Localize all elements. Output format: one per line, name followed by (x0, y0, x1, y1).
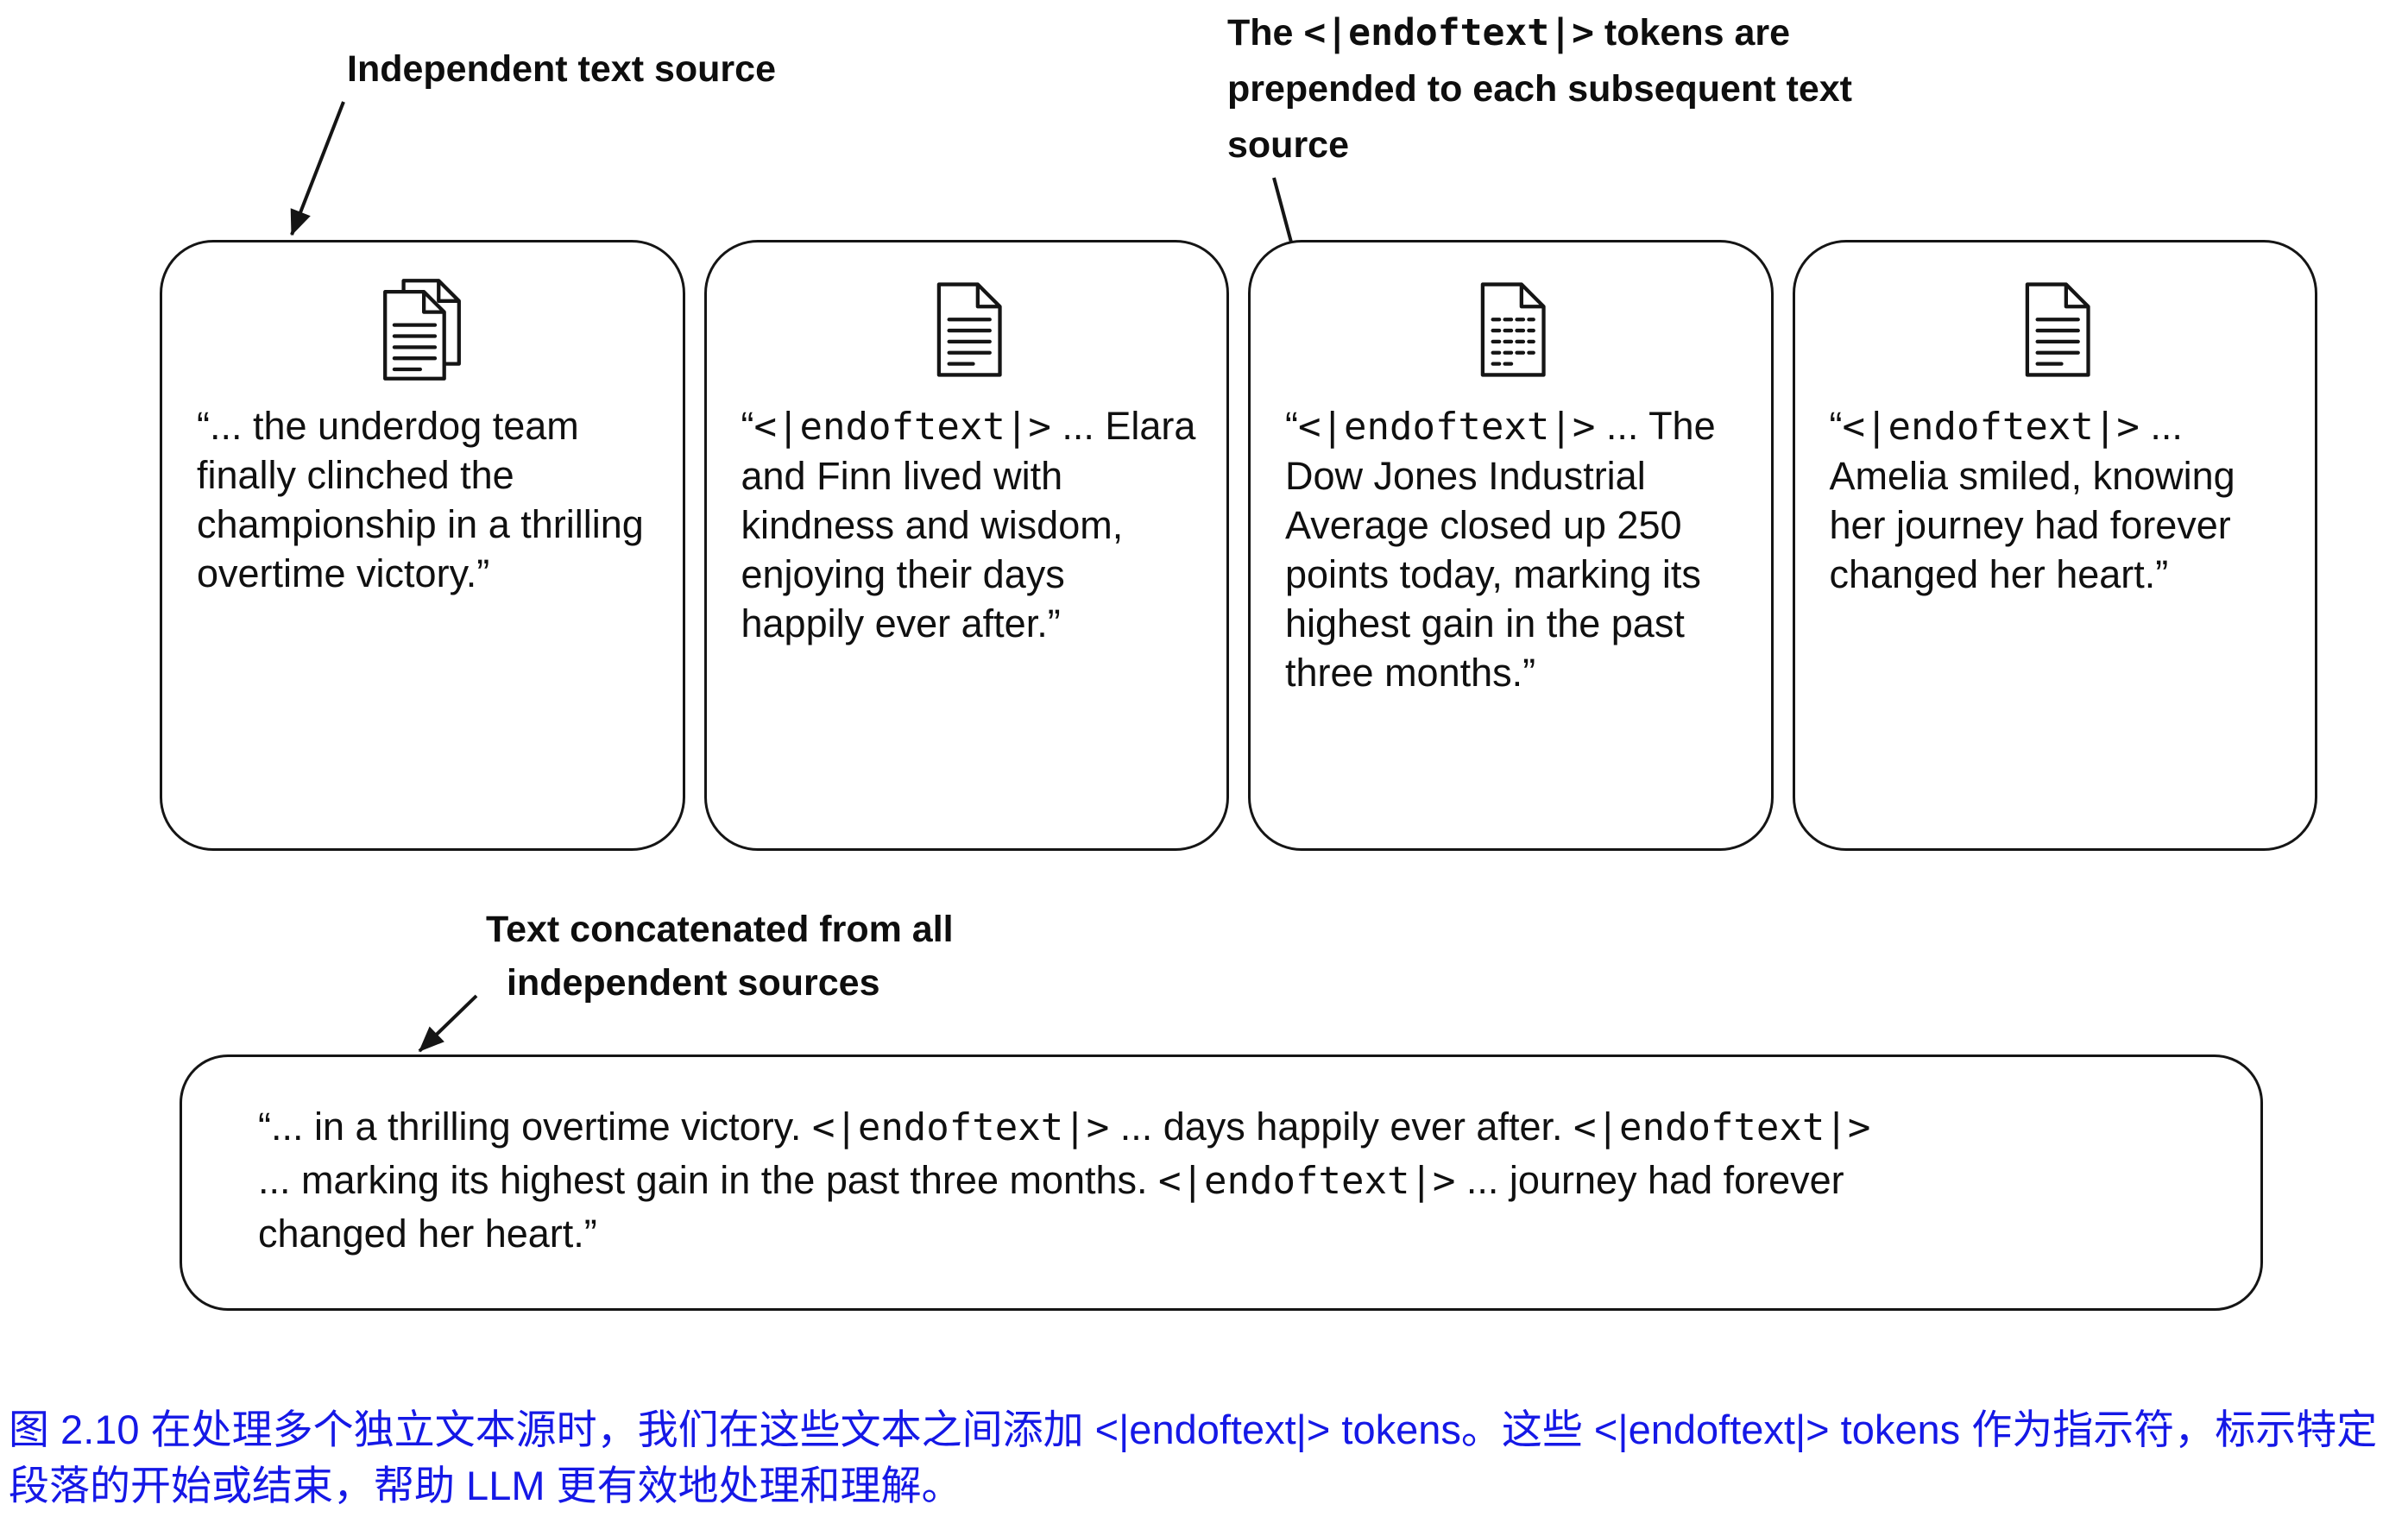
document-icon (914, 277, 1019, 382)
concatenated-text-line: ... marking its highest gain in the past… (258, 1154, 2209, 1207)
endoftext-token: <|endoftext|> (1158, 1159, 1456, 1203)
endoftext-token: <|endoftext|> (1303, 11, 1594, 54)
text-source-box-3: “<|endoftext|> ... The Dow Jones Industr… (1248, 240, 1774, 851)
arrow-independent-source (290, 101, 345, 236)
annotation-text: Independent text source (347, 48, 776, 90)
document-stack-icon (369, 277, 475, 382)
text-source-box-2: “<|endoftext|> ... Elara and Finn lived … (703, 240, 1229, 851)
annotation-endoftext-prepended: The <|endoftext|> tokens are prepended t… (1227, 5, 1885, 173)
concat-segment: changed her heart.” (258, 1212, 597, 1256)
arrow-concatenated-text (418, 994, 478, 1053)
endoftext-token: <|endoftext|> (1573, 1105, 1871, 1149)
annotation-text-segment: tokens are prepended to each subsequent … (1227, 12, 1852, 166)
annotation-concatenated-text: Text concatenated from all independent s… (486, 903, 954, 1010)
caption-text: 图 2.10 在处理多个独立文本源时，我们在这些文本之间添加 <|endofte… (9, 1407, 2378, 1508)
concat-segment: “... in a thrilling overtime victory. (258, 1105, 812, 1149)
annotation-text-segment: The (1227, 12, 1304, 54)
quote-open: “ (1285, 404, 1298, 448)
document-icon (2002, 277, 2108, 382)
quote-open: “ (1829, 404, 1843, 448)
quote-open: “ (741, 404, 754, 448)
source-text-segment: ... Amelia smiled, knowing her journey h… (1829, 404, 2235, 596)
source-text: “<|endoftext|> ... Amelia smiled, knowin… (1830, 401, 2286, 599)
concatenated-text-line: changed her heart.” (258, 1207, 2209, 1260)
concat-segment: ... marking its highest gain in the past… (258, 1158, 1159, 1202)
source-text: “<|endoftext|> ... The Dow Jones Industr… (1285, 401, 1742, 697)
annotation-independent-text-source: Independent text source (347, 41, 776, 98)
annotation-text-line: independent sources (507, 962, 880, 1004)
source-text-segment: ... The Dow Jones Industrial Average clo… (1285, 404, 1716, 695)
text-source-box-1: “... the underdog team finally clinched … (160, 240, 685, 851)
text-source-box-4: “<|endoftext|> ... Amelia smiled, knowin… (1792, 240, 2317, 851)
concatenated-text-box: “... in a thrilling overtime victory. <|… (180, 1054, 2263, 1311)
endoftext-token: <|endoftext|> (753, 405, 1051, 449)
concat-segment: ... days happily ever after. (1109, 1105, 1573, 1149)
endoftext-token: <|endoftext|> (1842, 405, 2140, 449)
source-text-segment: “... the underdog team finally clinched … (197, 404, 644, 595)
source-text-segment: ... Elara and Finn lived with kindness a… (741, 404, 1196, 645)
concat-segment: ... journey had forever (1455, 1158, 1844, 1202)
concatenated-text-line: “... in a thrilling overtime victory. <|… (258, 1100, 2209, 1154)
endoftext-token: <|endoftext|> (1298, 405, 1596, 449)
figure-caption: 图 2.10 在处理多个独立文本源时，我们在这些文本之间添加 <|endofte… (9, 1401, 2406, 1514)
text-source-boxes: “... the underdog team finally clinched … (160, 240, 2317, 851)
source-text: “... the underdog team finally clinched … (197, 401, 653, 598)
document-dashed-icon (1458, 277, 1563, 382)
annotation-text-line: Text concatenated from all (486, 909, 954, 950)
endoftext-token: <|endoftext|> (811, 1105, 1110, 1149)
source-text: “<|endoftext|> ... Elara and Finn lived … (741, 401, 1198, 648)
